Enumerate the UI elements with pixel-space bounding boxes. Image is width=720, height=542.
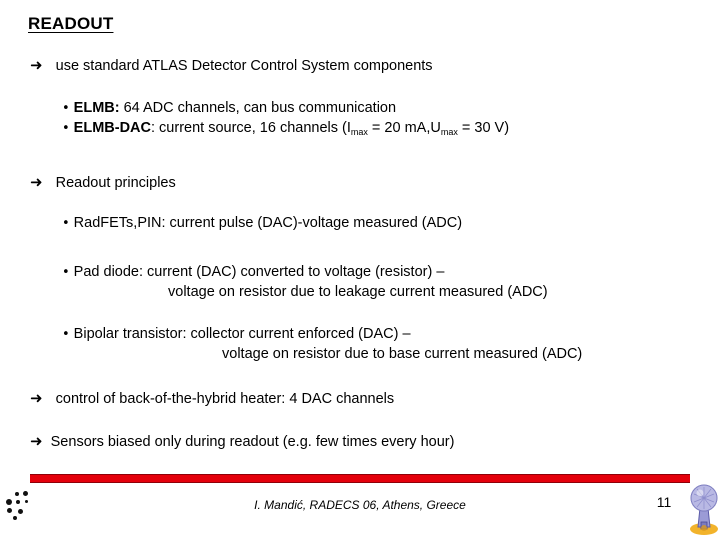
bullet-dot-icon: • bbox=[62, 265, 70, 280]
sub-bullet-radfets-pin: •RadFETs,PIN: current pulse (DAC)-voltag… bbox=[62, 215, 463, 232]
bullet-arrow-dcs-components: ➜ use standard ATLAS Detector Control Sy… bbox=[30, 57, 433, 75]
bullet-dot-icon: • bbox=[62, 121, 70, 136]
sub-bullet-text: Bipolar transistor: collector current en… bbox=[73, 326, 411, 342]
bullet-dot-icon: • bbox=[62, 327, 70, 342]
footer-citation: I. Mandić, RADECS 06, Athens, Greece bbox=[254, 498, 466, 512]
sub-bullet-text: RadFETs,PIN: current pulse (DAC)-voltage… bbox=[73, 215, 463, 231]
bullet-text: Sensors biased only during readout (e.g.… bbox=[50, 434, 455, 450]
sub-bullet-text: Pad diode: current (DAC) converted to vo… bbox=[73, 264, 445, 280]
sub-bullet-bipolar-transistor: •Bipolar transistor: collector current e… bbox=[62, 326, 411, 343]
bullet-text: Readout principles bbox=[55, 175, 176, 191]
page-title: READOUT bbox=[28, 14, 114, 33]
bullet-arrow-readout-principles: ➜ Readout principles bbox=[30, 174, 176, 192]
sub-bullet-text: 64 ADC channels, can bus communication bbox=[119, 100, 397, 116]
decorative-dots-icon bbox=[4, 490, 36, 522]
sub-bullet-bipolar-continuation: voltage on resistor due to base current … bbox=[222, 346, 583, 362]
sub-bullet-elmb-dac: •ELMB-DAC: current source, 16 channels (… bbox=[62, 120, 510, 137]
bullet-text: use standard ATLAS Detector Control Syst… bbox=[55, 58, 433, 74]
page-number: 11 bbox=[656, 494, 672, 510]
arrow-icon: ➜ bbox=[30, 389, 43, 407]
sub-bullet-text-tail: = 30 V) bbox=[457, 120, 510, 136]
arrow-icon: ➜ bbox=[30, 432, 43, 450]
sub-bullet-text: : current source, 16 channels (I bbox=[151, 120, 351, 136]
subscript-umax: max bbox=[440, 127, 458, 137]
sub-bullet-label: ELMB-DAC bbox=[73, 120, 151, 136]
arrow-icon: ➜ bbox=[30, 56, 43, 74]
footer-red-bar bbox=[30, 474, 690, 483]
bullet-arrow-sensors-biased: ➜ Sensors biased only during readout (e.… bbox=[30, 433, 454, 451]
bullet-arrow-heater-control: ➜ control of back-of-the-hybrid heater: … bbox=[30, 390, 394, 408]
bullet-text: control of back-of-the-hybrid heater: 4 … bbox=[55, 391, 395, 407]
sub-bullet-label: ELMB: bbox=[73, 100, 120, 116]
arrow-icon: ➜ bbox=[30, 173, 43, 191]
sub-bullet-text-mid: = 20 mA,U bbox=[367, 120, 441, 136]
sub-bullet-elmb: •ELMB: 64 ADC channels, can bus communic… bbox=[62, 100, 397, 117]
bullet-dot-icon: • bbox=[62, 101, 70, 116]
bullet-dot-icon: • bbox=[62, 216, 70, 231]
decorative-lamp-icon bbox=[688, 482, 720, 537]
sub-bullet-pad-diode-continuation: voltage on resistor due to leakage curre… bbox=[168, 284, 548, 300]
subscript-imax: max bbox=[350, 127, 368, 137]
sub-bullet-pad-diode: •Pad diode: current (DAC) converted to v… bbox=[62, 264, 445, 281]
